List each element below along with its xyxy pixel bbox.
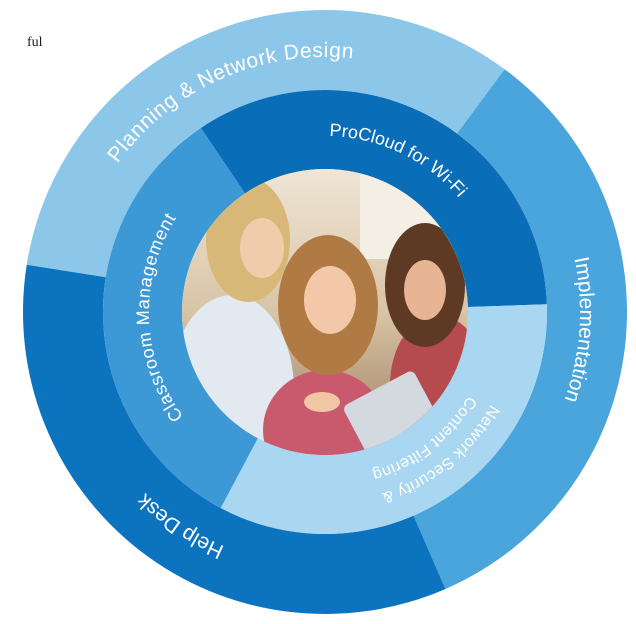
outer-ring xyxy=(23,10,627,614)
segment-classroom-management xyxy=(103,127,258,509)
inner-ring xyxy=(103,90,547,534)
segment-procloud-for-wifi xyxy=(200,90,547,308)
photo-woman-left-face xyxy=(240,218,284,278)
segment-planning-network-design xyxy=(26,10,505,278)
photo-girl-right-face xyxy=(404,260,446,320)
segment-help-desk xyxy=(23,264,446,614)
segment-implementation xyxy=(413,69,627,589)
segment-network-security-content-filtering xyxy=(220,304,547,534)
photo-hand xyxy=(304,392,340,412)
photo-girl-middle-face xyxy=(304,266,356,334)
cropped-paragraph-text: ful xyxy=(27,35,43,50)
photo-tablet xyxy=(344,371,437,454)
